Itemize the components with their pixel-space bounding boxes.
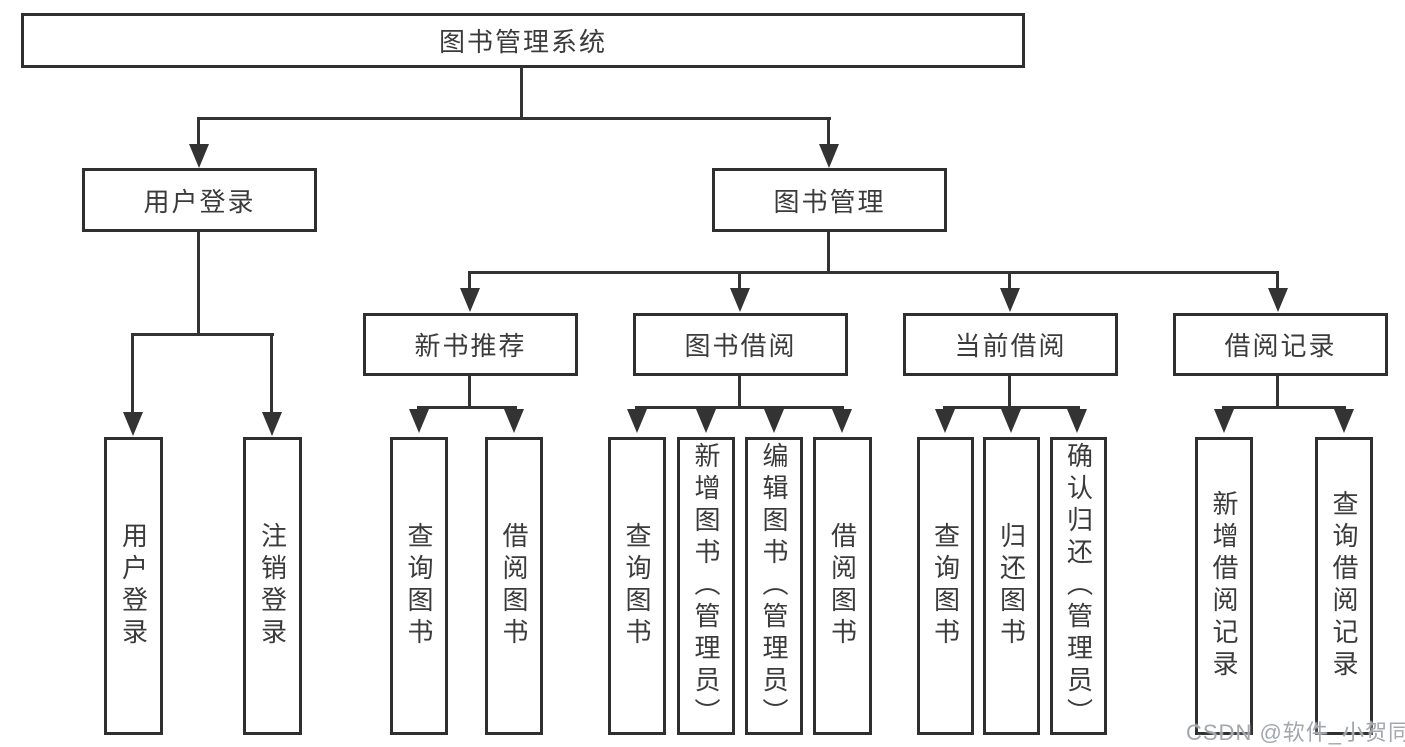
node-book-borrow-label: 图书借阅 xyxy=(684,331,797,361)
connector-arrow xyxy=(935,409,955,433)
leaf-bb-borrow-label: 借阅图书 xyxy=(827,522,858,650)
node-borrow-records-label: 借阅记录 xyxy=(1224,331,1337,361)
node-user-login-label: 用户登录 xyxy=(143,186,256,217)
connector-arrow xyxy=(1000,288,1020,312)
leaf-nb-borrow-label: 借阅图书 xyxy=(499,522,529,650)
connector-arrow xyxy=(832,409,852,433)
connector-line xyxy=(635,406,844,409)
leaf-user-login-label: 用户登录 xyxy=(118,522,149,650)
connector-arrow xyxy=(1334,409,1354,433)
connector-line xyxy=(1276,376,1279,408)
connector-arrow xyxy=(1001,409,1021,433)
connector-line xyxy=(197,232,200,335)
leaf-bb-add-label: 新增图书（管理员） xyxy=(691,442,721,730)
leaf-br-add-label: 新增借阅记录 xyxy=(1209,490,1239,682)
leaf-cb-confirm: 确认归还（管理员） xyxy=(1050,437,1107,735)
connector-line xyxy=(738,271,741,291)
connector-line xyxy=(468,376,471,408)
connector-arrow xyxy=(189,144,209,168)
connector-line xyxy=(270,333,273,415)
leaf-bb-query-label: 查询图书 xyxy=(622,522,652,650)
connector-arrow xyxy=(696,409,716,433)
connector-arrow xyxy=(1268,288,1288,312)
leaf-br-add: 新增借阅记录 xyxy=(1195,437,1253,735)
connector-line xyxy=(1222,406,1346,409)
connector-arrow xyxy=(504,409,524,433)
connector-arrow xyxy=(409,409,429,433)
connector-arrow xyxy=(730,288,750,312)
node-current-borrow-label: 当前借阅 xyxy=(954,331,1067,361)
leaf-br-query-label: 查询借阅记录 xyxy=(1329,490,1359,682)
connector-line xyxy=(1008,376,1011,408)
node-current-borrow: 当前借阅 xyxy=(903,313,1118,376)
node-new-books: 新书推荐 xyxy=(363,313,578,376)
connector-line xyxy=(827,117,830,147)
connector-line xyxy=(943,406,1080,409)
connector-arrow xyxy=(1214,409,1234,433)
connector-line xyxy=(197,117,831,120)
leaf-cb-query: 查询图书 xyxy=(917,437,974,735)
watermark: CSDN @软件_小贺同学 xyxy=(1186,720,1405,745)
connector-arrow xyxy=(764,409,784,433)
connector-line xyxy=(468,271,1279,274)
connector-line xyxy=(1008,271,1011,291)
connector-line xyxy=(520,66,523,120)
leaf-cb-confirm-label: 确认归还（管理员） xyxy=(1063,442,1094,730)
node-root: 图书管理系统 xyxy=(21,13,1025,68)
leaf-nb-borrow: 借阅图书 xyxy=(485,437,543,735)
leaf-user-login: 用户登录 xyxy=(104,437,163,735)
connector-line xyxy=(197,117,200,147)
connector-line xyxy=(417,406,517,409)
connector-line xyxy=(827,232,830,274)
leaf-bb-query: 查询图书 xyxy=(608,437,666,735)
node-book-borrow: 图书借阅 xyxy=(633,313,848,376)
leaf-cb-return: 归还图书 xyxy=(983,437,1040,735)
leaf-cb-return-label: 归还图书 xyxy=(996,522,1027,650)
leaf-bb-borrow: 借阅图书 xyxy=(813,437,872,735)
connector-arrow xyxy=(627,409,647,433)
leaf-nb-query: 查询图书 xyxy=(390,437,448,735)
leaf-bb-edit-label: 编辑图书（管理员） xyxy=(759,442,789,730)
connector-arrow xyxy=(1067,409,1087,433)
connector-arrow xyxy=(460,288,480,312)
node-book-mgmt-label: 图书管理 xyxy=(773,186,886,217)
leaf-nb-query-label: 查询图书 xyxy=(404,522,434,650)
connector-line xyxy=(468,271,471,291)
leaf-bb-add: 新增图书（管理员） xyxy=(677,437,735,735)
connector-line xyxy=(1276,271,1279,291)
connector-line xyxy=(131,333,134,415)
node-root-label: 图书管理系统 xyxy=(438,27,607,57)
node-book-mgmt: 图书管理 xyxy=(712,168,947,232)
connector-line xyxy=(131,333,274,336)
connector-arrow xyxy=(819,144,839,168)
leaf-cb-query-label: 查询图书 xyxy=(930,522,961,650)
node-borrow-records: 借阅记录 xyxy=(1173,313,1388,376)
node-new-books-label: 新书推荐 xyxy=(414,331,527,361)
leaf-logout: 注销登录 xyxy=(243,437,302,735)
connector-line xyxy=(738,376,741,408)
leaf-logout-label: 注销登录 xyxy=(257,522,288,650)
leaf-bb-edit: 编辑图书（管理员） xyxy=(745,437,803,735)
node-user-login: 用户登录 xyxy=(82,168,317,232)
connector-arrow xyxy=(123,412,143,436)
leaf-br-query: 查询借阅记录 xyxy=(1315,437,1373,735)
connector-arrow xyxy=(262,412,282,436)
